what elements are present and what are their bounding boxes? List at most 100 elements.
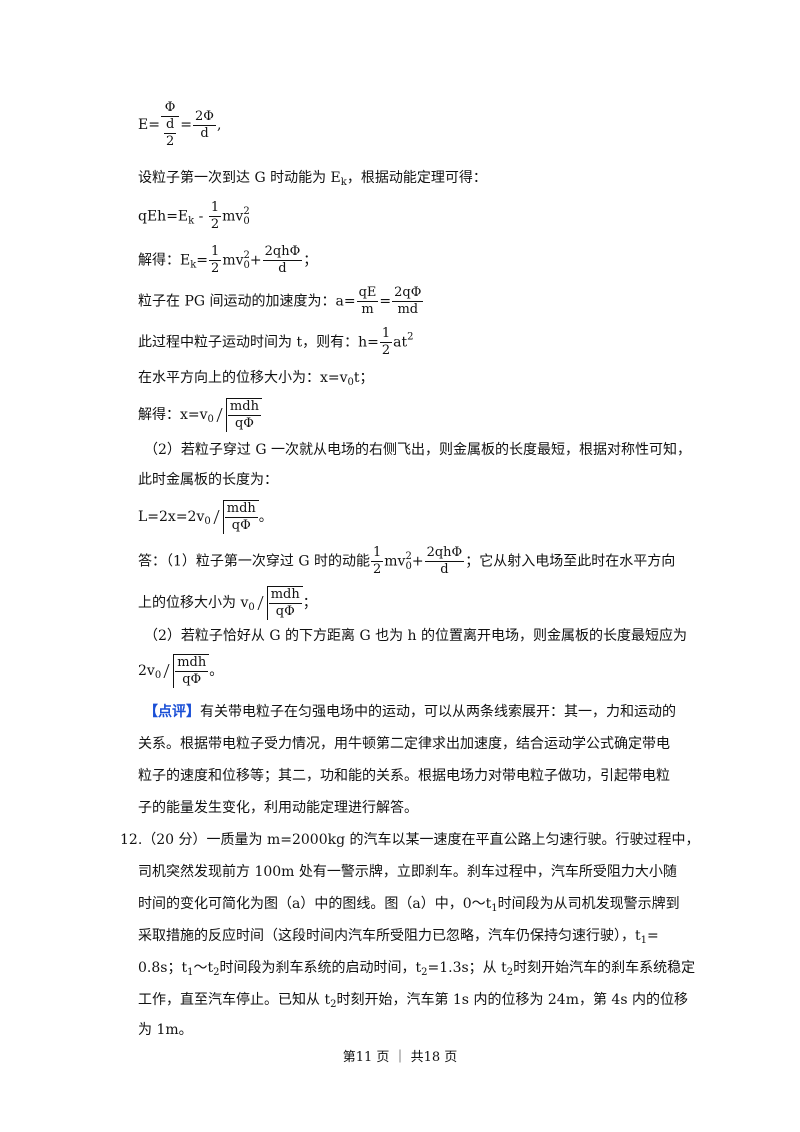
subscript: 1 xyxy=(491,903,498,914)
text: 。 xyxy=(258,509,273,525)
text: 。 xyxy=(209,663,224,679)
denominator: d xyxy=(440,562,449,577)
subscript: 0 xyxy=(347,377,354,388)
text: 粒子在 PG 间运动的加速度为：a= xyxy=(138,293,356,310)
text: 采取措施的反应时间（这段时间内汽车所受阻力已忽略，汽车仍保持匀速行驶），t xyxy=(138,928,641,944)
text: E= xyxy=(138,117,160,133)
text: = xyxy=(379,293,392,310)
denominator: 2 xyxy=(373,562,382,577)
subscript: 2 xyxy=(330,999,337,1010)
text: 2v xyxy=(138,663,155,679)
text-line: 在水平方向上的位移大小为：x=v0t； xyxy=(138,368,374,393)
paragraph-line: （2）若粒子穿过 G 一次就从电场的右侧飞出，则金属板的长度最短，根据对称性可知… xyxy=(144,442,691,458)
numerator: 2Φ xyxy=(193,108,216,126)
denominator: d xyxy=(278,261,287,276)
subscript: 2 xyxy=(213,967,220,978)
subscript: k xyxy=(190,259,197,271)
review-line: 【点评】有关带电粒子在匀强电场中的运动，可以从两条线索展开：其一，力和运动的 xyxy=(144,702,676,722)
denominator: qΦ xyxy=(275,604,295,619)
numerator: mdh xyxy=(224,501,258,518)
question-line: 司机突然发现前方 100m 处有一警示牌，立即刹车。刹车过程中，汽车所受阻力大小… xyxy=(138,864,677,880)
numerator: d xyxy=(163,117,177,134)
text: =1.3s；从 t xyxy=(427,960,507,976)
numerator: 2qhΦ xyxy=(262,244,303,261)
text: qEh=E xyxy=(138,208,189,225)
question-line: 工作，直至汽车停止。已知从 t2时刻开始，汽车第 1s 内的位移为 24m，第 … xyxy=(138,990,688,1015)
numerator: 1 xyxy=(379,326,393,343)
text: 时间段为从司机发现警示牌到 xyxy=(497,896,680,912)
numerator: 1 xyxy=(208,200,222,217)
text: ； xyxy=(303,252,318,269)
denominator: 2 xyxy=(210,217,220,232)
denominator: d xyxy=(200,125,209,141)
text-line: 设粒子第一次到达 G 时动能为 Ek，根据动能定理可得： xyxy=(138,168,487,193)
numerator: mdh xyxy=(268,587,302,604)
subscript: k xyxy=(340,177,347,188)
text: L=2x=2v xyxy=(138,509,205,525)
text: , xyxy=(216,117,222,133)
subscript: 2 xyxy=(421,967,428,978)
text: = xyxy=(180,117,193,133)
text: mv xyxy=(384,553,406,570)
denominator: 2 xyxy=(211,261,220,276)
subscript: 0 xyxy=(405,560,412,572)
text: 时间段为刹车系统的启动时间，t xyxy=(219,960,422,976)
superscript: 2 xyxy=(243,205,250,217)
denominator: m xyxy=(361,302,374,317)
review-line: 粒子的速度和位移等；其二，功和能的关系。根据电场力对带电粒子做功，引起带电粒 xyxy=(138,768,670,784)
question-line: 12.（20 分）一质量为 m=2000kg 的汽车以某一速度在平直公路上匀速行… xyxy=(120,832,700,848)
page-footer: 第11 页 ｜ 共18 页 xyxy=(342,1050,458,1065)
denominator: 2 xyxy=(381,343,391,358)
question-line: 采取措施的反应时间（这段时间内汽车所受阻力已忽略，汽车仍保持匀速行驶），t1= xyxy=(138,926,659,951)
text: ～t xyxy=(193,960,214,976)
numerator: 1 xyxy=(371,545,384,562)
subscript: 2 xyxy=(506,967,514,978)
text: at xyxy=(393,334,408,351)
text: mv xyxy=(222,252,244,269)
subscript: 0 xyxy=(248,602,255,613)
subscript: k xyxy=(188,215,195,227)
denominator: md xyxy=(397,302,419,317)
paragraph-line: 此时金属板的长度为： xyxy=(138,472,278,488)
text: 此过程中粒子运动时间为 t，则有：h= xyxy=(138,334,379,351)
question-line: 0.8s；t1～t2时间段为刹车系统的启动时间，t2=1.3s；从 t2时刻开始… xyxy=(138,958,695,983)
text: 有关带电粒子在匀强电场中的运动，可以从两条线索展开：其一，力和运动的 xyxy=(200,704,676,720)
text: 上的位移大小为 v xyxy=(138,595,249,611)
text: 时刻开始，汽车第 1s 内的位移为 24m，第 4s 内的位移 xyxy=(336,992,688,1008)
text: ；它从射入电场至此时在水平方向 xyxy=(465,553,676,570)
text: 工作，直至汽车停止。已知从 t xyxy=(138,992,331,1008)
subscript: 0 xyxy=(243,259,250,271)
text: mv xyxy=(222,208,244,225)
superscript: 2 xyxy=(243,249,250,261)
numerator: mdh xyxy=(175,655,209,672)
subscript: 1 xyxy=(187,967,194,978)
text: t； xyxy=(353,370,374,386)
denominator: 2 xyxy=(165,134,175,149)
superscript: 2 xyxy=(405,550,412,562)
